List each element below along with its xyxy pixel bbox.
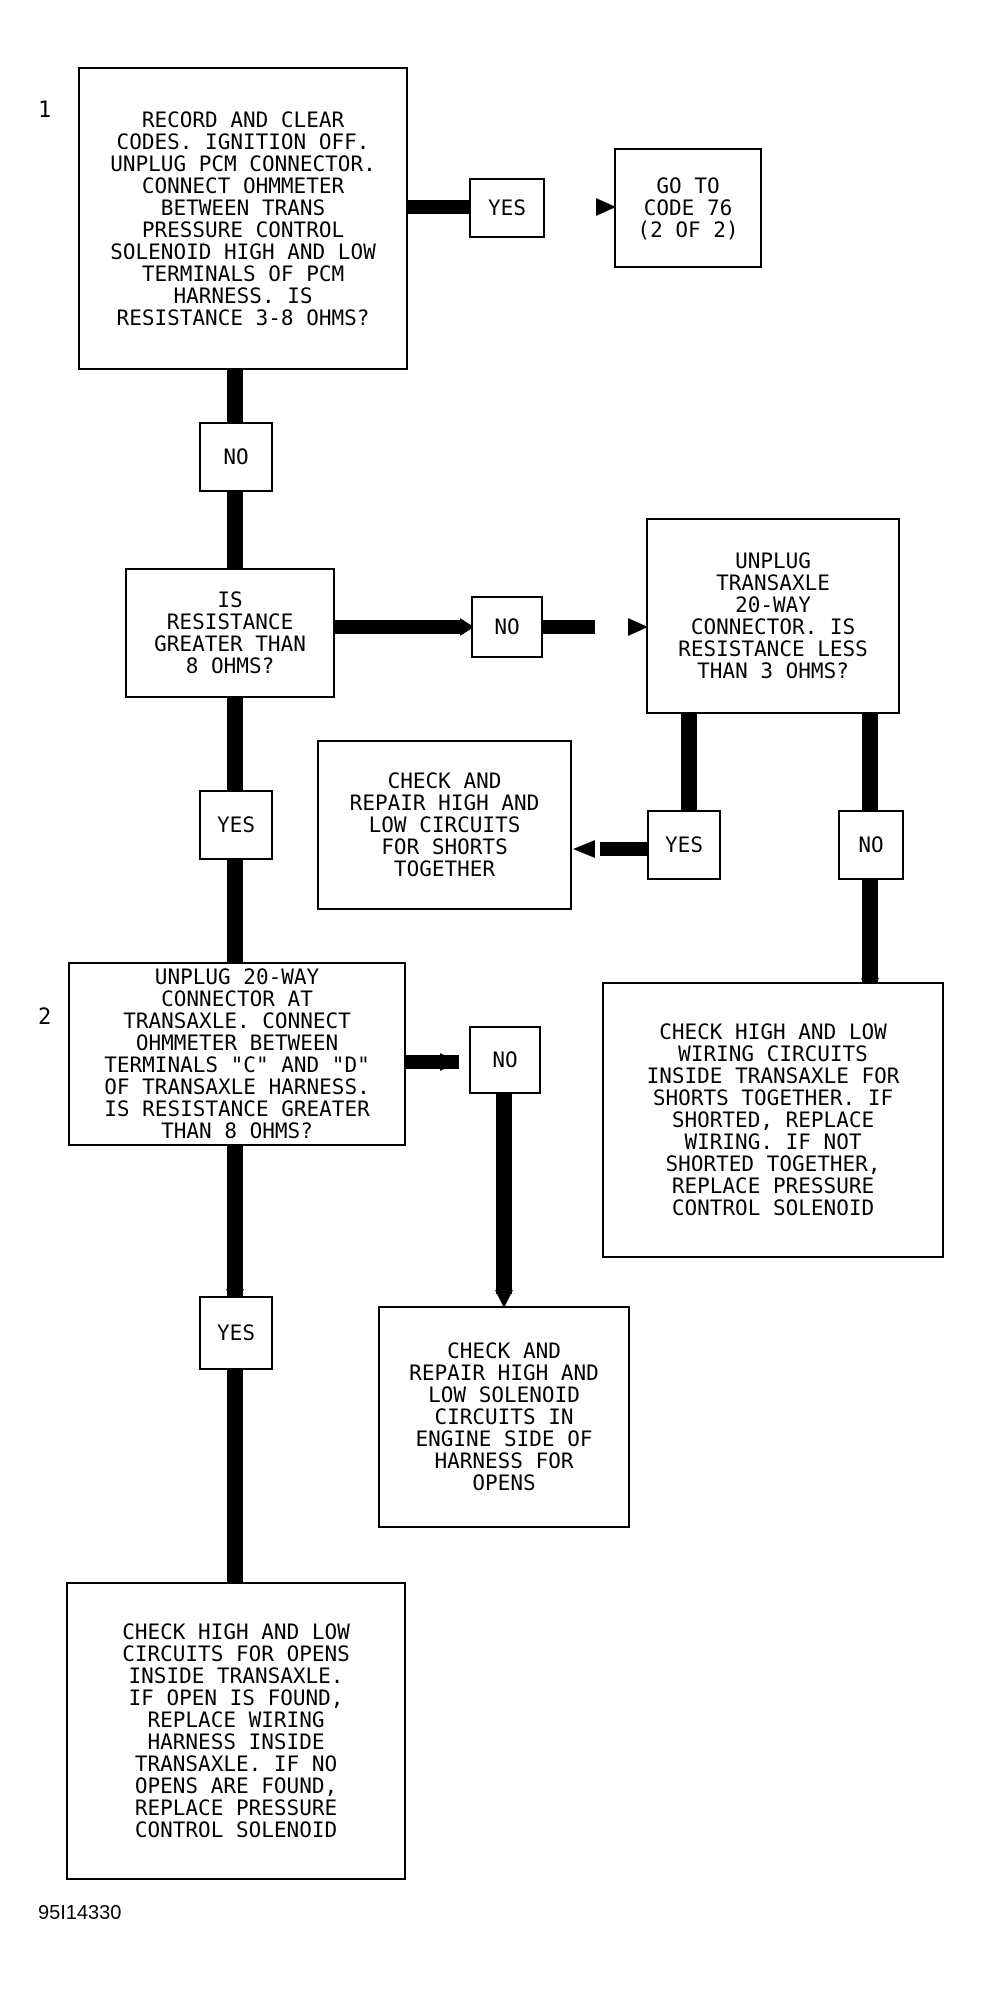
arrow-head (460, 618, 474, 636)
connector (227, 1370, 243, 1582)
connector (227, 698, 243, 790)
arrow-head (596, 198, 616, 216)
arrow-head (573, 840, 595, 858)
connector (407, 200, 469, 214)
connector (334, 620, 464, 634)
no-label: NO (469, 1026, 541, 1094)
yes-label: YES (469, 178, 545, 238)
no-label: NO (471, 596, 543, 658)
yes-label: YES (199, 1296, 273, 1370)
arrow-head (440, 1053, 458, 1071)
connector (227, 1146, 243, 1296)
connector (862, 712, 878, 810)
yes-label: YES (199, 790, 273, 860)
connector (227, 370, 243, 422)
arrow-head (628, 618, 648, 636)
unplug-transaxle-connector-box: UNPLUG TRANSAXLE 20-WAY CONNECTOR. IS RE… (646, 518, 900, 714)
connector (227, 860, 243, 962)
go-to-code-76-box: GO TO CODE 76 (2 OF 2) (614, 148, 762, 268)
connector (496, 1092, 512, 1294)
connector (862, 880, 878, 982)
connector (227, 492, 243, 568)
no-label: NO (838, 810, 904, 880)
no-label: NO (199, 422, 273, 492)
connector (600, 842, 648, 856)
arrow-head (495, 1290, 513, 1308)
yes-label: YES (647, 810, 721, 880)
check-opens-transaxle-box: CHECK HIGH AND LOW CIRCUITS FOR OPENS IN… (66, 1582, 406, 1880)
figure-id: 95I14330 (38, 1902, 122, 1924)
connector (543, 620, 595, 634)
check-wiring-circuits-box: CHECK HIGH AND LOW WIRING CIRCUITS INSID… (602, 982, 944, 1258)
step-number-2: 2 (38, 1005, 52, 1030)
step-number-1: 1 (38, 98, 52, 123)
check-repair-opens-engine-box: CHECK AND REPAIR HIGH AND LOW SOLENOID C… (378, 1306, 630, 1528)
resistance-greater-than-8-box: IS RESISTANCE GREATER THAN 8 OHMS? (125, 568, 335, 698)
check-repair-shorts-box: CHECK AND REPAIR HIGH AND LOW CIRCUITS F… (317, 740, 572, 910)
record-clear-codes-box: RECORD AND CLEAR CODES. IGNITION OFF. UN… (78, 67, 408, 370)
unplug-20-way-connector-box: UNPLUG 20-WAY CONNECTOR AT TRANSAXLE. CO… (68, 962, 406, 1146)
connector (681, 712, 697, 810)
